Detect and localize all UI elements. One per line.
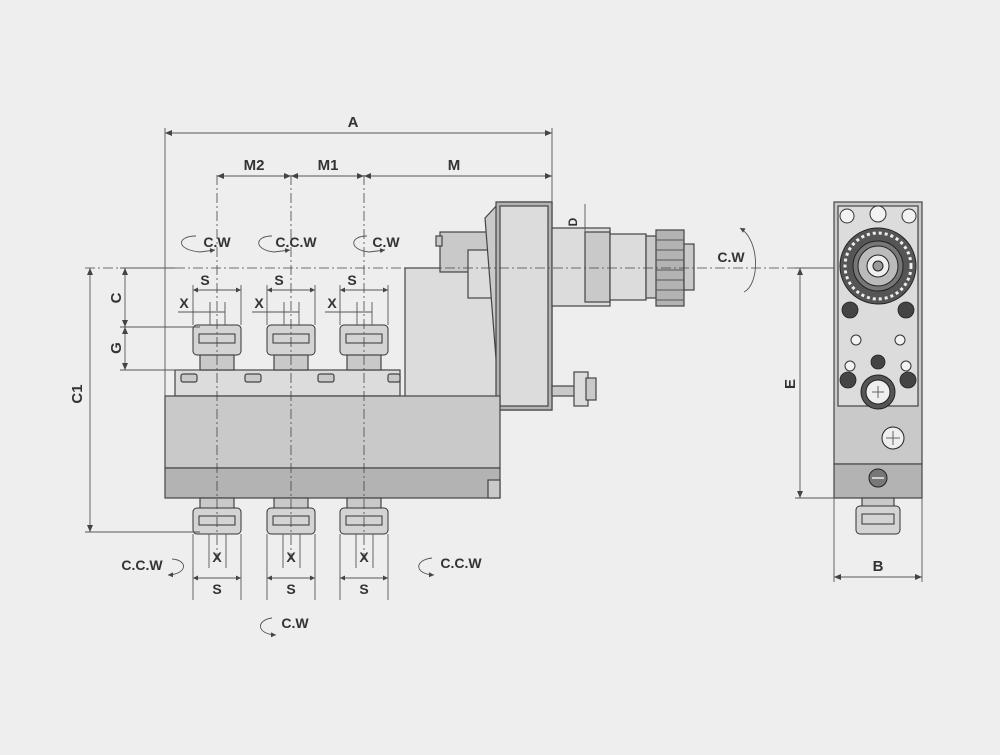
dim-label-s-bottom-2: S: [286, 581, 295, 597]
dim-label-x-bottom-1: X: [212, 549, 222, 565]
side-small-hole-2: [894, 334, 906, 346]
side-small-hole-3: [844, 360, 856, 372]
dim-label-g: G: [108, 342, 125, 354]
side-bottom-screw: [868, 468, 888, 488]
dim-label-x-bottom-3: X: [359, 549, 369, 565]
front-top-plate: [174, 369, 401, 397]
plate-bump-1: [180, 373, 198, 383]
coolant-fitting: [551, 371, 597, 407]
dim-label-a: A: [348, 114, 359, 131]
rotation-label-spindle: C.W: [717, 249, 745, 265]
dim-label-s-top-1: S: [200, 272, 209, 288]
dim-label-c: C: [108, 292, 125, 303]
dim-label-x-top-3: X: [327, 295, 337, 311]
rotation-label-top-2: C.C.W: [275, 234, 317, 250]
rotation-bottom-left: C.C.W: [121, 557, 184, 578]
dim-label-x-top-1: X: [179, 295, 189, 311]
side-gear: [839, 227, 917, 305]
top-sx-dims-2: S X: [252, 272, 316, 325]
front-main-block: [164, 395, 501, 469]
plate-bump-4: [387, 373, 401, 383]
rotation-label-top-1: C.W: [203, 234, 231, 250]
side-bolt-3: [870, 354, 886, 370]
dim-label-b: B: [873, 558, 884, 575]
rotation-bottom-right: C.C.W: [418, 555, 482, 578]
side-dimensions: E B: [782, 267, 923, 582]
front-housing-face: [499, 205, 549, 407]
front-bottom-band: [164, 467, 501, 499]
top-sx-dims-3: S X: [325, 272, 389, 325]
rotation-top-2: C.C.W: [258, 234, 317, 254]
dim-label-c1: C1: [69, 384, 86, 403]
rotation-bottom-center: C.W: [260, 615, 309, 638]
side-small-hole-4: [900, 360, 912, 372]
side-corner-hole-left: [839, 208, 855, 224]
dim-label-s-bottom-3: S: [359, 581, 368, 597]
side-top-screw: [869, 205, 887, 223]
plate-bump-3: [317, 373, 335, 383]
rotation-top-3: C.W: [353, 234, 400, 254]
rotation-label-bottom-center: C.W: [281, 615, 309, 631]
spindle-collar-ring: [584, 231, 611, 303]
dim-label-s-top-3: S: [347, 272, 356, 288]
side-bolt-5: [899, 371, 917, 389]
dim-label-e: E: [782, 379, 799, 389]
dim-label-x-top-2: X: [254, 295, 264, 311]
front-view: [85, 175, 830, 560]
bottom-sx-dims-3: X S: [339, 534, 389, 600]
side-bolt-2: [897, 301, 915, 319]
side-small-hole-1: [850, 334, 862, 346]
dim-label-m: M: [448, 157, 461, 174]
front-dimensions: A M2 M1 M D C G C1 S X: [69, 114, 586, 600]
dim-label-s-bottom-1: S: [212, 581, 221, 597]
rotation-top-1: C.W: [181, 234, 231, 254]
plate-bump-2: [244, 373, 262, 383]
side-lower-screw: [881, 426, 905, 450]
dim-label-s-top-2: S: [274, 272, 283, 288]
side-collet-nut: [855, 497, 901, 535]
dim-label-d: D: [566, 217, 580, 226]
rotation-spindle: C.W: [717, 227, 756, 293]
side-corner-hole-right: [901, 208, 917, 224]
side-view: [833, 201, 923, 535]
front-bottom-step: [487, 479, 501, 499]
side-coolant-port: [860, 374, 896, 410]
rotation-indicators: C.W C.C.W C.W C.W C.C.W C.C.W C.W: [121, 227, 756, 638]
rotation-label-top-3: C.W: [372, 234, 400, 250]
side-bolt-1: [841, 301, 859, 319]
rotation-label-bottom-right: C.C.W: [440, 555, 482, 571]
rotation-label-bottom-left: C.C.W: [121, 557, 163, 573]
dim-label-m2: M2: [244, 157, 265, 174]
front-small-pin: [435, 235, 443, 247]
bottom-sx-dims-1: X S: [192, 534, 242, 600]
side-bolt-4: [839, 371, 857, 389]
top-sx-dims-1: S X: [178, 272, 242, 325]
spindle-shaft: [609, 233, 647, 301]
bottom-sx-dims-2: X S: [266, 534, 316, 600]
dim-label-m1: M1: [318, 157, 339, 174]
dim-label-x-bottom-2: X: [286, 549, 296, 565]
